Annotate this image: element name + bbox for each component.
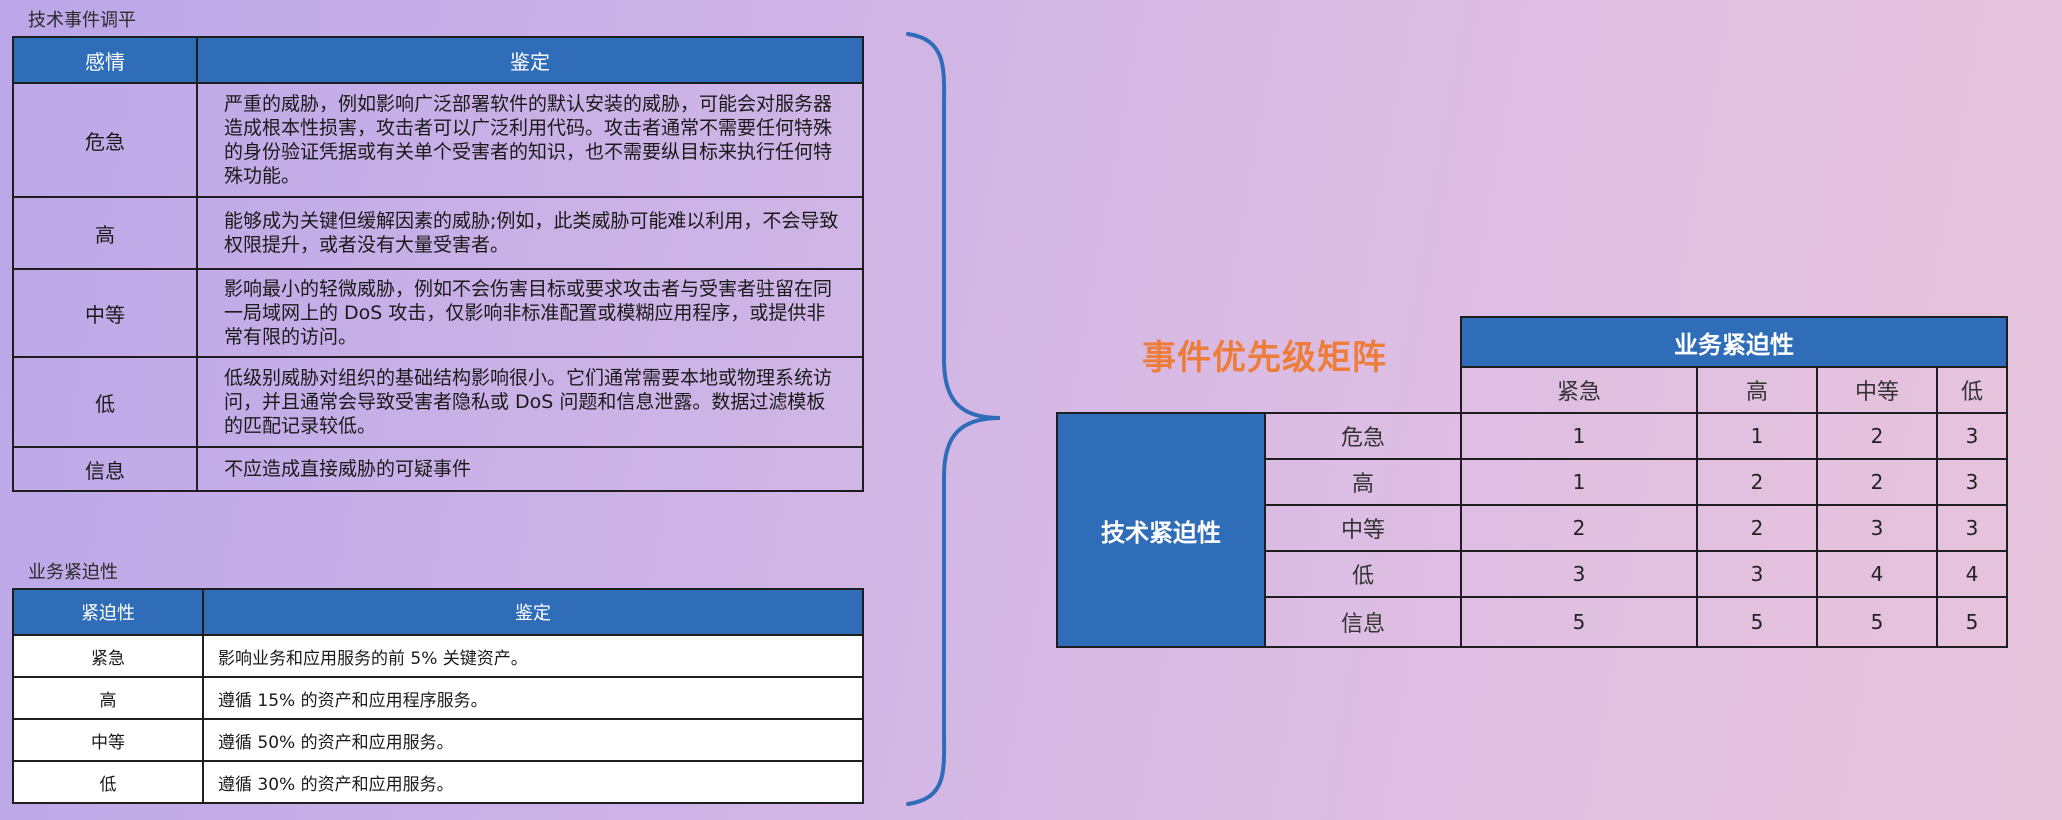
severity-description: 影响最小的轻微威胁，例如不会伤害目标或要求攻击者与受害者驻留在同一局域网上的 D… — [196, 268, 864, 358]
matrix-cell: 2 — [1816, 412, 1938, 460]
urgency-level: 低 — [12, 760, 204, 804]
matrix-cell: 3 — [1936, 458, 2008, 506]
urgency-description: 影响业务和应用服务的前 5% 关键资产。 — [202, 634, 864, 678]
matrix-cell: 4 — [1936, 550, 2008, 598]
column-header-medium: 中等 — [1816, 366, 1938, 414]
severity-level: 信息 — [12, 446, 198, 492]
business-urgency-table: 紧迫性 鉴定 紧急 影响业务和应用服务的前 5% 关键资产。 高 遵循 15% … — [12, 588, 864, 804]
tech-severity-table: 感情 鉴定 危急 严重的威胁，例如影响广泛部署软件的默认安装的威胁，可能会对服务… — [12, 36, 864, 492]
column-header-sentiment: 感情 — [12, 36, 198, 84]
matrix-cell: 2 — [1696, 458, 1818, 506]
row-header: 危急 — [1264, 412, 1462, 460]
severity-description: 能够成为关键但缓解因素的威胁;例如，此类威胁可能难以利用，不会导致权限提升，或者… — [196, 196, 864, 270]
blank-corner — [1057, 367, 1461, 413]
matrix-row: 低 3 3 4 4 — [1057, 550, 2008, 598]
row-header: 低 — [1264, 550, 1462, 598]
severity-level: 高 — [12, 196, 198, 270]
business-urgency-header: 业务紧迫性 — [1460, 316, 2008, 368]
table-row: 信息 不应造成直接威胁的可疑事件 — [12, 446, 864, 492]
matrix-cell: 5 — [1816, 596, 1938, 648]
matrix-cell: 4 — [1816, 550, 1938, 598]
column-header-assessment: 鉴定 — [202, 588, 864, 636]
matrix-cell: 2 — [1816, 458, 1938, 506]
urgency-level: 高 — [12, 676, 204, 720]
matrix-row: 技术紧迫性 危急 1 1 2 3 — [1056, 412, 2008, 648]
row-header: 高 — [1264, 458, 1462, 506]
column-header-high: 高 — [1696, 366, 1818, 414]
priority-matrix: 业务紧迫性 紧急 高 中等 低 技术紧迫性 危急 1 1 2 3 高 1 2 2… — [1056, 316, 2008, 648]
table-row: 危急 严重的威胁，例如影响广泛部署软件的默认安装的威胁，可能会对服务器造成根本性… — [12, 82, 864, 198]
blank-corner — [1057, 317, 1461, 367]
table-row: 中等 遵循 50% 的资产和应用服务。 — [12, 718, 864, 762]
table-header-row: 紧迫性 鉴定 — [12, 588, 864, 636]
column-header-assessment: 鉴定 — [196, 36, 864, 84]
tech-urgency-header: 技术紧迫性 — [1056, 412, 1266, 648]
matrix-cell: 5 — [1936, 596, 2008, 648]
tech-table-caption: 技术事件调平 — [28, 10, 136, 31]
matrix-cell: 3 — [1460, 550, 1698, 598]
matrix-cell: 5 — [1696, 596, 1818, 648]
table-row: 低 遵循 30% 的资产和应用服务。 — [12, 760, 864, 804]
matrix-title: 事件优先级矩阵 — [1142, 338, 1387, 378]
curly-brace-connector — [906, 32, 1001, 806]
urgency-level: 中等 — [12, 718, 204, 762]
matrix-cell: 2 — [1460, 504, 1698, 552]
urgency-description: 遵循 15% 的资产和应用程序服务。 — [202, 676, 864, 720]
matrix-cell: 2 — [1696, 504, 1818, 552]
table-row: 高 能够成为关键但缓解因素的威胁;例如，此类威胁可能难以利用，不会导致权限提升，… — [12, 196, 864, 270]
matrix-cell: 1 — [1460, 412, 1698, 460]
matrix-column-header-row: 紧急 高 中等 低 — [1057, 366, 2008, 414]
matrix-cell: 3 — [1816, 504, 1938, 552]
row-header: 信息 — [1264, 596, 1462, 648]
severity-level: 低 — [12, 356, 198, 448]
matrix-row: 高 1 2 2 3 — [1057, 458, 2008, 506]
table-row: 中等 影响最小的轻微威胁，例如不会伤害目标或要求攻击者与受害者驻留在同一局域网上… — [12, 268, 864, 358]
severity-description: 严重的威胁，例如影响广泛部署软件的默认安装的威胁，可能会对服务器造成根本性损害，… — [196, 82, 864, 198]
biz-table-caption: 业务紧迫性 — [28, 562, 118, 583]
column-header-urgency: 紧迫性 — [12, 588, 204, 636]
severity-description: 不应造成直接威胁的可疑事件 — [196, 446, 864, 492]
table-row: 低 低级别威胁对组织的基础结构影响很小。它们通常需要本地或物理系统访问，并且通常… — [12, 356, 864, 448]
matrix-row: 中等 2 2 3 3 — [1057, 504, 2008, 552]
matrix-group-header-row: 业务紧迫性 — [1057, 316, 2008, 368]
severity-level: 中等 — [12, 268, 198, 358]
column-header-urgent: 紧急 — [1460, 366, 1698, 414]
matrix-cell: 1 — [1460, 458, 1698, 506]
matrix-cell: 5 — [1460, 596, 1698, 648]
urgency-description: 遵循 50% 的资产和应用服务。 — [202, 718, 864, 762]
row-header: 中等 — [1264, 504, 1462, 552]
table-header-row: 感情 鉴定 — [12, 36, 864, 84]
table-row: 高 遵循 15% 的资产和应用程序服务。 — [12, 676, 864, 720]
urgency-level: 紧急 — [12, 634, 204, 678]
severity-description: 低级别威胁对组织的基础结构影响很小。它们通常需要本地或物理系统访问，并且通常会导… — [196, 356, 864, 448]
matrix-cell: 1 — [1696, 412, 1818, 460]
matrix-cell: 3 — [1936, 412, 2008, 460]
table-row: 紧急 影响业务和应用服务的前 5% 关键资产。 — [12, 634, 864, 678]
matrix-cell: 3 — [1936, 504, 2008, 552]
matrix-cell: 3 — [1696, 550, 1818, 598]
column-header-low: 低 — [1936, 366, 2008, 414]
matrix-row: 信息 5 5 5 5 — [1057, 596, 2008, 648]
urgency-description: 遵循 30% 的资产和应用服务。 — [202, 760, 864, 804]
severity-level: 危急 — [12, 82, 198, 198]
